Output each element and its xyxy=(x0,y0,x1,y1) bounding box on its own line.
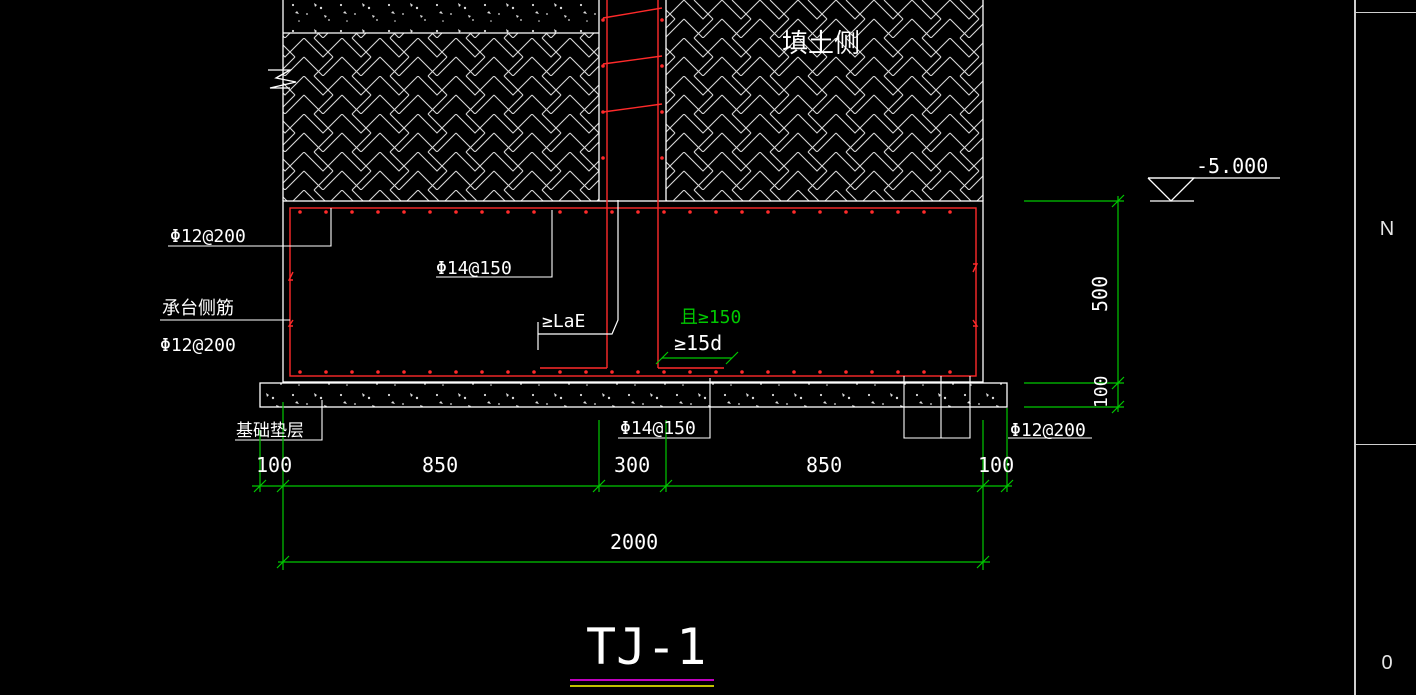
rebar-dot xyxy=(532,210,536,214)
rebar-dot xyxy=(532,370,536,374)
side-rebar-spec: Φ12@200 xyxy=(160,335,236,356)
rebar-dot xyxy=(660,18,664,22)
rebar-dot xyxy=(896,370,900,374)
rebar-dot xyxy=(636,210,640,214)
rebar-dot xyxy=(402,210,406,214)
rebar-dot xyxy=(792,370,796,374)
rebar-dot xyxy=(601,64,605,68)
side-panel-separator-top xyxy=(1356,12,1416,13)
rebar-dot xyxy=(558,370,562,374)
rebar-dot xyxy=(662,210,666,214)
elevation-label: -5.000 xyxy=(1196,154,1268,178)
rebar-dots xyxy=(298,18,952,374)
dim-300: 300 xyxy=(614,453,650,477)
dim-total: 2000 xyxy=(610,530,658,554)
rebar-dot xyxy=(324,370,328,374)
rebar-dot xyxy=(844,210,848,214)
rebar-dot xyxy=(660,110,664,114)
rebar-cage xyxy=(287,0,979,377)
anchorage-15d: ≥15d xyxy=(674,331,722,355)
side-panel: N 0 xyxy=(1354,0,1416,695)
rebar-dot xyxy=(601,18,605,22)
leader-lines xyxy=(160,208,1092,441)
rebar-dot xyxy=(688,210,692,214)
title-underline xyxy=(570,679,714,687)
rebar-dot xyxy=(636,370,640,374)
dim-100-left: 100 xyxy=(256,453,292,477)
soil-hatch xyxy=(283,0,983,201)
side-panel-separator-middle xyxy=(1356,444,1416,445)
anchorage-lines xyxy=(537,200,619,350)
rebar-dot xyxy=(601,110,605,114)
dim-100-vertical: 100 xyxy=(1091,375,1112,408)
rebar-dot xyxy=(662,370,666,374)
rebar-dot xyxy=(506,370,510,374)
pile-cap xyxy=(282,200,984,383)
rebar-label-bottom-right: Φ12@200 xyxy=(1010,420,1086,441)
wall-outlines xyxy=(268,0,984,201)
cushion-label: 基础垫层 xyxy=(236,421,304,441)
rebar-dot xyxy=(298,210,302,214)
rebar-dot xyxy=(610,370,614,374)
rebar-dot xyxy=(896,210,900,214)
rebar-dot xyxy=(740,210,744,214)
rebar-dot xyxy=(558,210,562,214)
rebar-dot xyxy=(376,370,380,374)
rebar-dot xyxy=(428,370,432,374)
side-panel-top-label: N xyxy=(1379,218,1395,240)
rebar-dot xyxy=(584,210,588,214)
rebar-dot xyxy=(766,210,770,214)
rebar-dot xyxy=(428,210,432,214)
rebar-dot xyxy=(870,210,874,214)
rebar-dot xyxy=(766,370,770,374)
rebar-dot xyxy=(324,210,328,214)
rebar-dot xyxy=(660,64,664,68)
rebar-dot xyxy=(298,370,302,374)
anchorage-min150: 且≥150 xyxy=(680,307,741,328)
rebar-dot xyxy=(948,210,952,214)
rebar-dot xyxy=(688,370,692,374)
rebar-dot xyxy=(922,370,926,374)
rebar-dot xyxy=(792,210,796,214)
rebar-dot xyxy=(376,210,380,214)
rebar-dot xyxy=(601,156,605,160)
dim-100-right: 100 xyxy=(978,453,1014,477)
rebar-dot xyxy=(714,370,718,374)
rebar-dot xyxy=(350,210,354,214)
dim-850-right: 850 xyxy=(806,453,842,477)
rebar-label-bottom-main: Φ14@150 xyxy=(620,418,696,439)
side-rebar-title: 承台侧筋 xyxy=(162,298,234,319)
rebar-dot xyxy=(818,210,822,214)
elevation-mark xyxy=(1147,177,1280,202)
rebar-dot xyxy=(454,210,458,214)
rebar-dot xyxy=(584,370,588,374)
anchorage-lae: ≥LaE xyxy=(542,311,585,332)
dimension-lines xyxy=(252,194,1125,570)
rebar-label-top-main: Φ14@150 xyxy=(436,258,512,279)
rebar-dot xyxy=(844,370,848,374)
rebar-dot xyxy=(740,370,744,374)
cushion-layer xyxy=(259,382,1008,408)
rebar-dot xyxy=(350,370,354,374)
rebar-dot xyxy=(480,210,484,214)
rebar-dot xyxy=(714,210,718,214)
dim-850-left: 850 xyxy=(422,453,458,477)
rebar-label-top-left: Φ12@200 xyxy=(170,226,246,247)
dim-500: 500 xyxy=(1088,276,1112,312)
rebar-dot xyxy=(610,210,614,214)
rebar-dot xyxy=(506,210,510,214)
rebar-dot xyxy=(948,370,952,374)
rebar-dot xyxy=(818,370,822,374)
rebar-dot xyxy=(922,210,926,214)
side-panel-bottom-label: 0 xyxy=(1381,652,1393,674)
rebar-dot xyxy=(480,370,484,374)
rebar-dot xyxy=(454,370,458,374)
rebar-dot xyxy=(870,370,874,374)
drawing-title: TJ-1 xyxy=(586,618,706,676)
rebar-dot xyxy=(660,156,664,160)
rebar-dot xyxy=(402,370,406,374)
fill-side-label: 填土侧 xyxy=(782,29,860,59)
